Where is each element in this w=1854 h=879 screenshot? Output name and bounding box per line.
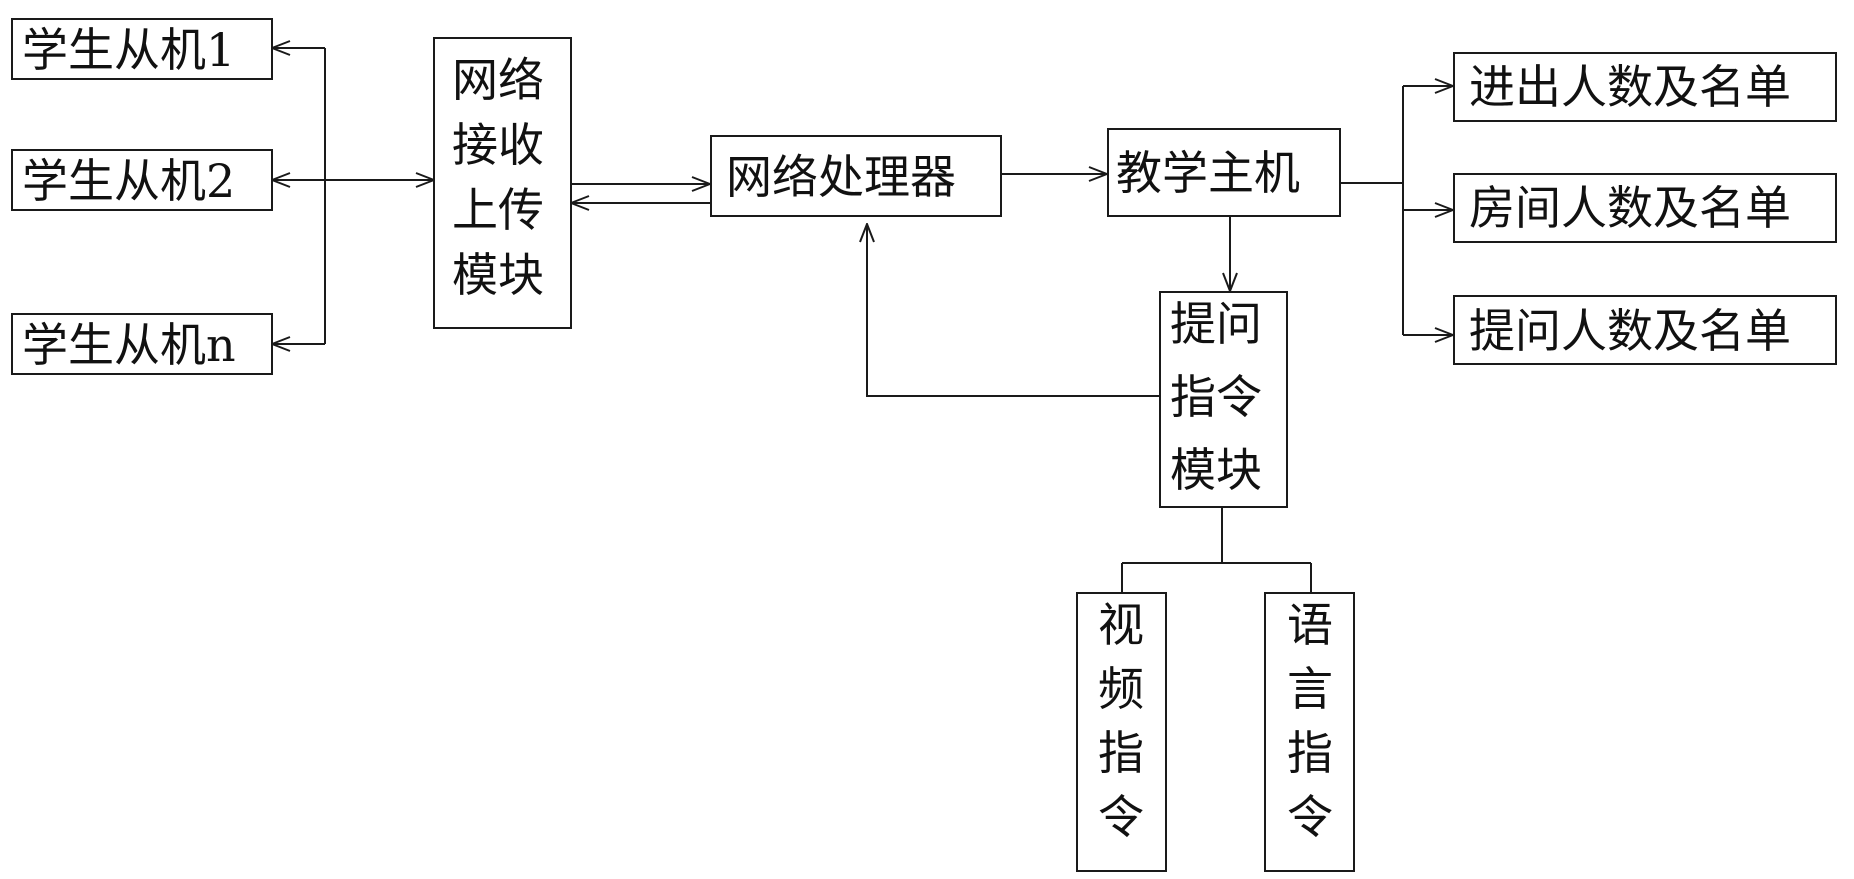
arrow-question-to-processor — [867, 224, 1160, 397]
node-voice-command-char-2: 言 — [1287, 662, 1333, 716]
node-out-question-list: 提问人数及名单 — [1453, 295, 1837, 365]
node-video-command-char-4: 令 — [1098, 790, 1144, 844]
node-voice-command: 语 言 指 令 — [1264, 592, 1355, 872]
node-voice-command-char-3: 指 — [1287, 726, 1333, 780]
node-network-processor: 网络处理器 — [710, 135, 1002, 217]
node-student-2: 学生从机2 — [11, 149, 273, 211]
node-voice-command-char-4: 令 — [1287, 790, 1333, 844]
node-student-1: 学生从机1 — [11, 18, 273, 80]
node-out-inout-list: 进出人数及名单 — [1453, 52, 1837, 122]
node-teacher-host-label: 教学主机 — [1116, 146, 1300, 200]
node-question-module-line-1: 提问 — [1170, 297, 1262, 351]
node-video-command-char-2: 频 — [1098, 662, 1144, 716]
node-student-1-label: 学生从机1 — [22, 23, 235, 77]
node-question-module-line-2: 指令 — [1170, 370, 1262, 424]
node-teacher-host: 教学主机 — [1107, 128, 1341, 217]
node-upload-module-line-2: 接收 — [452, 118, 544, 172]
node-video-command: 视 频 指 令 — [1076, 592, 1167, 872]
edges — [272, 48, 1453, 593]
node-upload-module-line-1: 网络 — [452, 53, 544, 107]
node-out-question-list-label: 提问人数及名单 — [1469, 304, 1791, 358]
node-upload-module: 网络 接收 上传 模块 — [433, 37, 572, 329]
node-question-module-line-3: 模块 — [1170, 443, 1262, 497]
node-student-2-label: 学生从机2 — [22, 154, 235, 208]
node-video-command-char-1: 视 — [1098, 598, 1144, 652]
node-question-module: 提问 指令 模块 — [1159, 291, 1288, 508]
node-out-room-list-label: 房间人数及名单 — [1469, 181, 1791, 235]
node-network-processor-label: 网络处理器 — [726, 150, 956, 204]
node-student-n: 学生从机n — [11, 313, 273, 375]
node-out-inout-list-label: 进出人数及名单 — [1469, 60, 1791, 114]
node-video-command-char-3: 指 — [1098, 726, 1144, 780]
node-student-n-label: 学生从机n — [22, 318, 236, 372]
node-upload-module-line-4: 模块 — [452, 248, 544, 302]
node-out-room-list: 房间人数及名单 — [1453, 173, 1837, 243]
node-voice-command-char-1: 语 — [1287, 598, 1333, 652]
node-upload-module-line-3: 上传 — [452, 183, 544, 237]
